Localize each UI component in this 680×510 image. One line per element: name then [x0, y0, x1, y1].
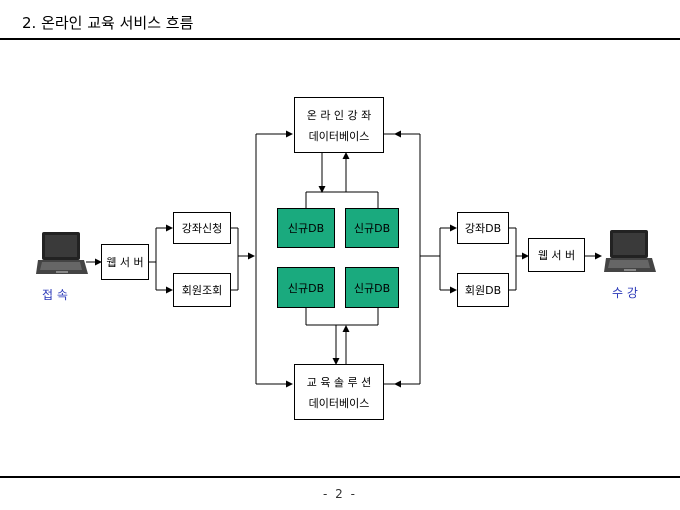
new-db-tile-3: 신규DB	[277, 267, 335, 308]
new-db-tile-1: 신규DB	[277, 208, 335, 248]
online-course-db-box: 온 라 인 강 좌 데이터베이스	[294, 97, 384, 153]
new-db-tile-1-label: 신규DB	[287, 222, 325, 235]
course-db-box: 강좌DB	[457, 212, 509, 244]
connect-caption: 접 속	[42, 288, 68, 302]
page-title: 2. 온라인 교육 서비스 흐름	[22, 14, 194, 32]
new-db-tile-4-label: 신규DB	[353, 281, 391, 295]
member-query-box: 회원조회	[173, 273, 231, 307]
member-db-label: 회원DB	[464, 284, 502, 297]
new-db-tile-4: 신규DB	[345, 267, 399, 308]
member-query-label: 회원조회	[181, 284, 223, 297]
new-db-tile-2: 신규DB	[345, 208, 399, 248]
page-number: - 2 -	[323, 487, 357, 501]
online-course-db-line2: 데이터베이스	[308, 129, 370, 143]
right-web-server-label: 웹 서 버	[537, 249, 576, 262]
attend-caption: 수 강	[612, 286, 638, 300]
online-course-db-line1: 온 라 인 강 좌	[306, 108, 372, 122]
course-register-label: 강좌신청	[181, 222, 223, 235]
education-solution-db-line2: 데이터베이스	[308, 396, 370, 410]
right-web-server-box: 웹 서 버	[528, 238, 585, 272]
laptop-icon	[604, 230, 656, 272]
bottom-divider	[0, 476, 680, 478]
education-solution-db-box: 교 육 솔 루 션 데이터베이스	[294, 364, 384, 420]
left-web-server-box: 웹 서 버	[101, 244, 149, 280]
laptop-icon	[36, 232, 88, 274]
education-solution-db-line1: 교 육 솔 루 션	[306, 375, 372, 389]
new-db-tile-3-label: 신규DB	[287, 281, 325, 295]
member-db-box: 회원DB	[457, 273, 509, 307]
top-divider	[0, 38, 680, 40]
left-web-server-label: 웹 서 버	[106, 256, 144, 269]
course-register-box: 강좌신청	[173, 212, 231, 244]
new-db-tile-2-label: 신규DB	[353, 222, 391, 235]
course-db-label: 강좌DB	[464, 222, 502, 235]
